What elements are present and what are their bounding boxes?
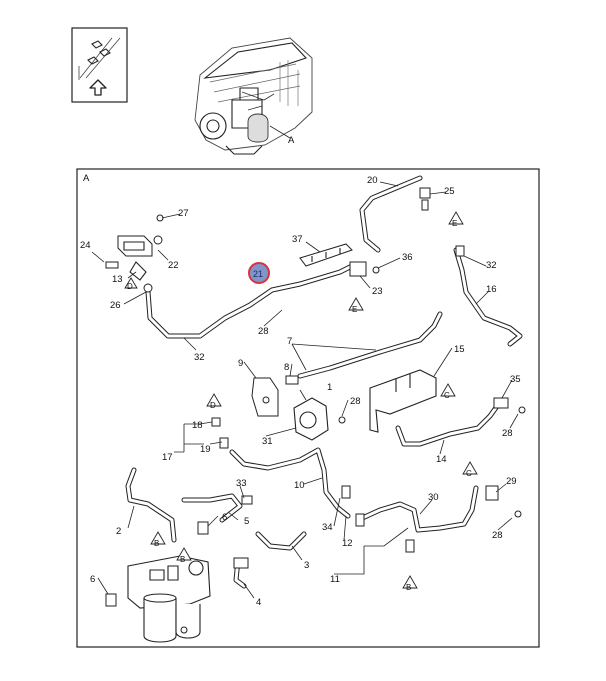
callout-3: 3: [304, 560, 309, 571]
arrow-up-icon[interactable]: [89, 79, 107, 96]
svg-text:C: C: [444, 391, 450, 400]
callout-31: 31: [262, 436, 273, 447]
ref-c-lower[interactable]: C: [462, 461, 478, 478]
callout-35: 35: [510, 374, 521, 385]
callout-7: 7: [287, 336, 292, 347]
callout-8: 8: [284, 362, 289, 373]
svg-text:D: D: [127, 282, 133, 291]
ref-b-left[interactable]: B: [150, 531, 166, 548]
svg-text:E: E: [352, 305, 357, 314]
overview-callout-a: A: [288, 135, 295, 146]
callout-9: 9: [238, 358, 243, 369]
callout-21: 21: [253, 269, 263, 279]
detail-frame: [76, 168, 540, 648]
engine-overview: A: [194, 37, 313, 155]
callout-30: 30: [428, 492, 439, 503]
callout-10: 10: [294, 480, 305, 491]
callout-6b: 6: [90, 574, 95, 585]
callout-27: 27: [178, 208, 189, 219]
callout-14: 14: [436, 454, 447, 465]
components: [105, 187, 526, 643]
callout-25: 25: [444, 186, 455, 197]
reference-markers: D E E C D C B B: [124, 211, 478, 592]
callout-5: 5: [244, 516, 249, 527]
mini-engine-icon: [78, 37, 121, 80]
frame-label-a: A: [83, 173, 90, 184]
callout-6a: 6: [222, 512, 227, 523]
ref-e-upper[interactable]: E: [448, 211, 464, 228]
callout-16: 16: [486, 284, 497, 295]
ref-e-lower[interactable]: E: [348, 297, 364, 314]
callout-37: 37: [292, 234, 303, 245]
callout-11: 11: [330, 574, 340, 585]
callout-23: 23: [372, 286, 383, 297]
callout-numbers: 1 2 3 4 5 6 6 7 8 9 10 11 12 13 14 15 16…: [80, 175, 521, 608]
callout-32b: 32: [486, 260, 497, 271]
callout-32a: 32: [194, 352, 205, 363]
callout-28b: 28: [350, 396, 361, 407]
leader-lines: [91, 181, 519, 599]
callout-22: 22: [168, 260, 179, 271]
highlighted-callout-21[interactable]: 21: [248, 262, 270, 284]
callout-19: 19: [200, 444, 211, 455]
ref-c-upper[interactable]: C: [440, 383, 456, 400]
svg-text:C: C: [466, 469, 472, 478]
svg-text:E: E: [452, 219, 457, 228]
callout-2: 2: [116, 526, 121, 537]
svg-text:B: B: [406, 583, 411, 592]
ref-b-right[interactable]: B: [402, 575, 418, 592]
svg-text:B: B: [154, 539, 159, 548]
callout-26: 26: [110, 300, 121, 311]
overview-leader: [269, 125, 291, 139]
callout-17: 17: [162, 452, 173, 463]
callout-13: 13: [112, 274, 123, 285]
svg-text:B: B: [180, 555, 185, 564]
ref-d-upper[interactable]: D: [124, 277, 138, 291]
callout-28a: 28: [258, 326, 269, 337]
callout-15: 15: [454, 344, 465, 355]
callout-20: 20: [367, 175, 378, 186]
callout-18: 18: [192, 420, 203, 431]
callout-12: 12: [342, 538, 353, 549]
ref-b-middle[interactable]: B: [176, 547, 192, 564]
fuel-lines: [125, 175, 523, 589]
callout-4: 4: [256, 597, 261, 608]
callout-29: 29: [506, 476, 517, 487]
callout-34: 34: [322, 522, 333, 533]
callout-28c: 28: [502, 428, 513, 439]
callout-33: 33: [236, 478, 247, 489]
callout-36: 36: [402, 252, 413, 263]
callout-28d: 28: [492, 530, 503, 541]
ref-d-lower[interactable]: D: [206, 393, 222, 410]
highlight-ring: [248, 262, 270, 284]
navigation-box[interactable]: [71, 27, 128, 103]
callout-24: 24: [80, 240, 91, 251]
svg-text:D: D: [210, 401, 216, 410]
callout-1: 1: [327, 382, 332, 393]
